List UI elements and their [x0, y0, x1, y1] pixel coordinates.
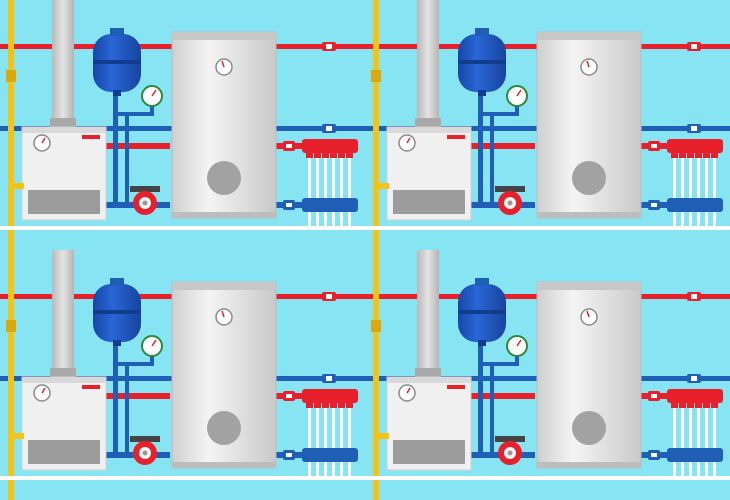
tile-bottom-left — [0, 249, 366, 500]
tile-top-left — [0, 0, 366, 251]
tile-bottom-right — [364, 249, 730, 500]
tile-top-right — [364, 0, 730, 251]
